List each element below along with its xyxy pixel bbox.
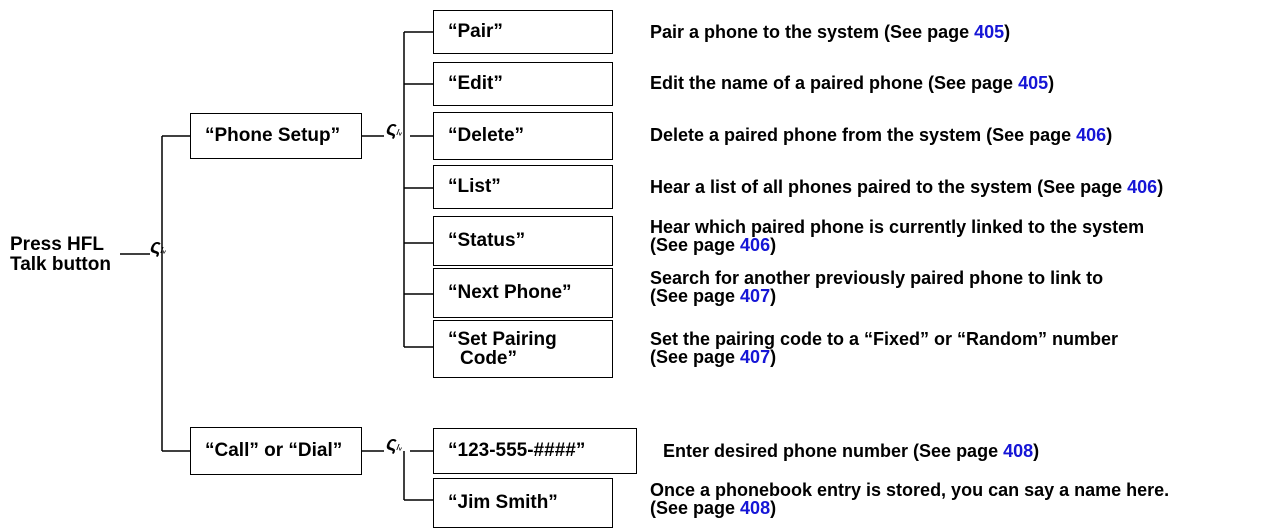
root-line2: Talk button <box>10 254 111 275</box>
jim-smith-desc: Once a phonebook entry is stored, you ca… <box>650 481 1169 517</box>
next-phone-desc: Search for another previously paired pho… <box>650 269 1103 305</box>
set-pairing-code-box: “Set Pairing Code” <box>433 320 613 378</box>
number-desc-tail: ) <box>1033 441 1040 461</box>
root-label: Press HFL Talk button <box>10 235 111 275</box>
jim-smith-page-link[interactable]: 408 <box>740 498 771 518</box>
list-desc-tail: ) <box>1157 177 1164 197</box>
jim-smith-desc-tail: ) <box>770 498 777 518</box>
set-pairing-code-label-line2: Code” <box>460 348 517 369</box>
next-phone-label: “Next Phone” <box>448 282 572 303</box>
jim-smith-desc-line2: (See page <box>650 498 741 518</box>
root-line1: Press HFL <box>10 234 104 255</box>
voice-command-icon: ς/ᵥ <box>386 433 403 455</box>
call-dial-label: “Call” or “Dial” <box>205 440 343 461</box>
edit-desc-tail: ) <box>1048 73 1055 93</box>
set-pairing-code-desc-tail: ) <box>770 347 777 367</box>
voice-command-icon: ς/ᵥ <box>386 118 403 140</box>
pair-desc-text: Pair a phone to the system (See page <box>650 22 975 42</box>
phone-setup-box: “Phone Setup” <box>190 113 362 159</box>
list-page-link[interactable]: 406 <box>1127 177 1158 197</box>
number-desc-text: Enter desired phone number (See page <box>663 441 1004 461</box>
status-label: “Status” <box>448 230 526 251</box>
status-desc-tail: ) <box>770 235 777 255</box>
call-dial-box: “Call” or “Dial” <box>190 427 362 475</box>
list-box: “List” <box>433 165 613 209</box>
set-pairing-code-page-link[interactable]: 407 <box>740 347 771 367</box>
pair-desc: Pair a phone to the system (See page 405… <box>650 23 1010 41</box>
jim-smith-box: “Jim Smith” <box>433 478 613 528</box>
list-desc-text: Hear a list of all phones paired to the … <box>650 177 1128 197</box>
edit-page-link[interactable]: 405 <box>1018 73 1049 93</box>
number-label: “123-555-####” <box>448 440 586 461</box>
delete-desc-tail: ) <box>1106 125 1113 145</box>
set-pairing-code-desc: Set the pairing code to a “Fixed” or “Ra… <box>650 330 1118 366</box>
list-desc: Hear a list of all phones paired to the … <box>650 178 1163 196</box>
delete-page-link[interactable]: 406 <box>1076 125 1107 145</box>
edit-box: “Edit” <box>433 62 613 106</box>
pair-box: “Pair” <box>433 10 613 54</box>
edit-desc-text: Edit the name of a paired phone (See pag… <box>650 73 1019 93</box>
status-desc-line1: Hear which paired phone is currently lin… <box>650 217 1145 237</box>
delete-label: “Delete” <box>448 125 525 146</box>
edit-desc: Edit the name of a paired phone (See pag… <box>650 74 1054 92</box>
next-phone-desc-tail: ) <box>770 286 777 306</box>
status-page-link[interactable]: 406 <box>740 235 771 255</box>
number-box: “123-555-####” <box>433 428 637 474</box>
next-phone-box: “Next Phone” <box>433 268 613 318</box>
number-desc: Enter desired phone number (See page 408… <box>663 442 1039 460</box>
set-pairing-code-desc-line2: (See page <box>650 347 741 367</box>
delete-desc-text: Delete a paired phone from the system (S… <box>650 125 1077 145</box>
number-page-link[interactable]: 408 <box>1003 441 1034 461</box>
delete-box: “Delete” <box>433 112 613 160</box>
jim-smith-desc-line1: Once a phonebook entry is stored, you ca… <box>650 480 1170 500</box>
set-pairing-code-label-line1: “Set Pairing <box>448 329 557 350</box>
edit-label: “Edit” <box>448 73 503 94</box>
pair-page-link[interactable]: 405 <box>974 22 1005 42</box>
delete-desc: Delete a paired phone from the system (S… <box>650 126 1112 144</box>
status-desc-line2: (See page <box>650 235 741 255</box>
status-desc: Hear which paired phone is currently lin… <box>650 218 1144 254</box>
pair-desc-tail: ) <box>1004 22 1011 42</box>
set-pairing-code-desc-line1: Set the pairing code to a “Fixed” or “Ra… <box>650 329 1119 349</box>
next-phone-page-link[interactable]: 407 <box>740 286 771 306</box>
list-label: “List” <box>448 176 501 197</box>
next-phone-desc-line2: (See page <box>650 286 741 306</box>
voice-command-icon: ς/ᵥ <box>150 236 167 258</box>
status-box: “Status” <box>433 216 613 266</box>
next-phone-desc-line1: Search for another previously paired pho… <box>650 268 1104 288</box>
phone-setup-label: “Phone Setup” <box>205 125 341 146</box>
jim-smith-label: “Jim Smith” <box>448 492 558 513</box>
pair-label: “Pair” <box>448 21 503 42</box>
